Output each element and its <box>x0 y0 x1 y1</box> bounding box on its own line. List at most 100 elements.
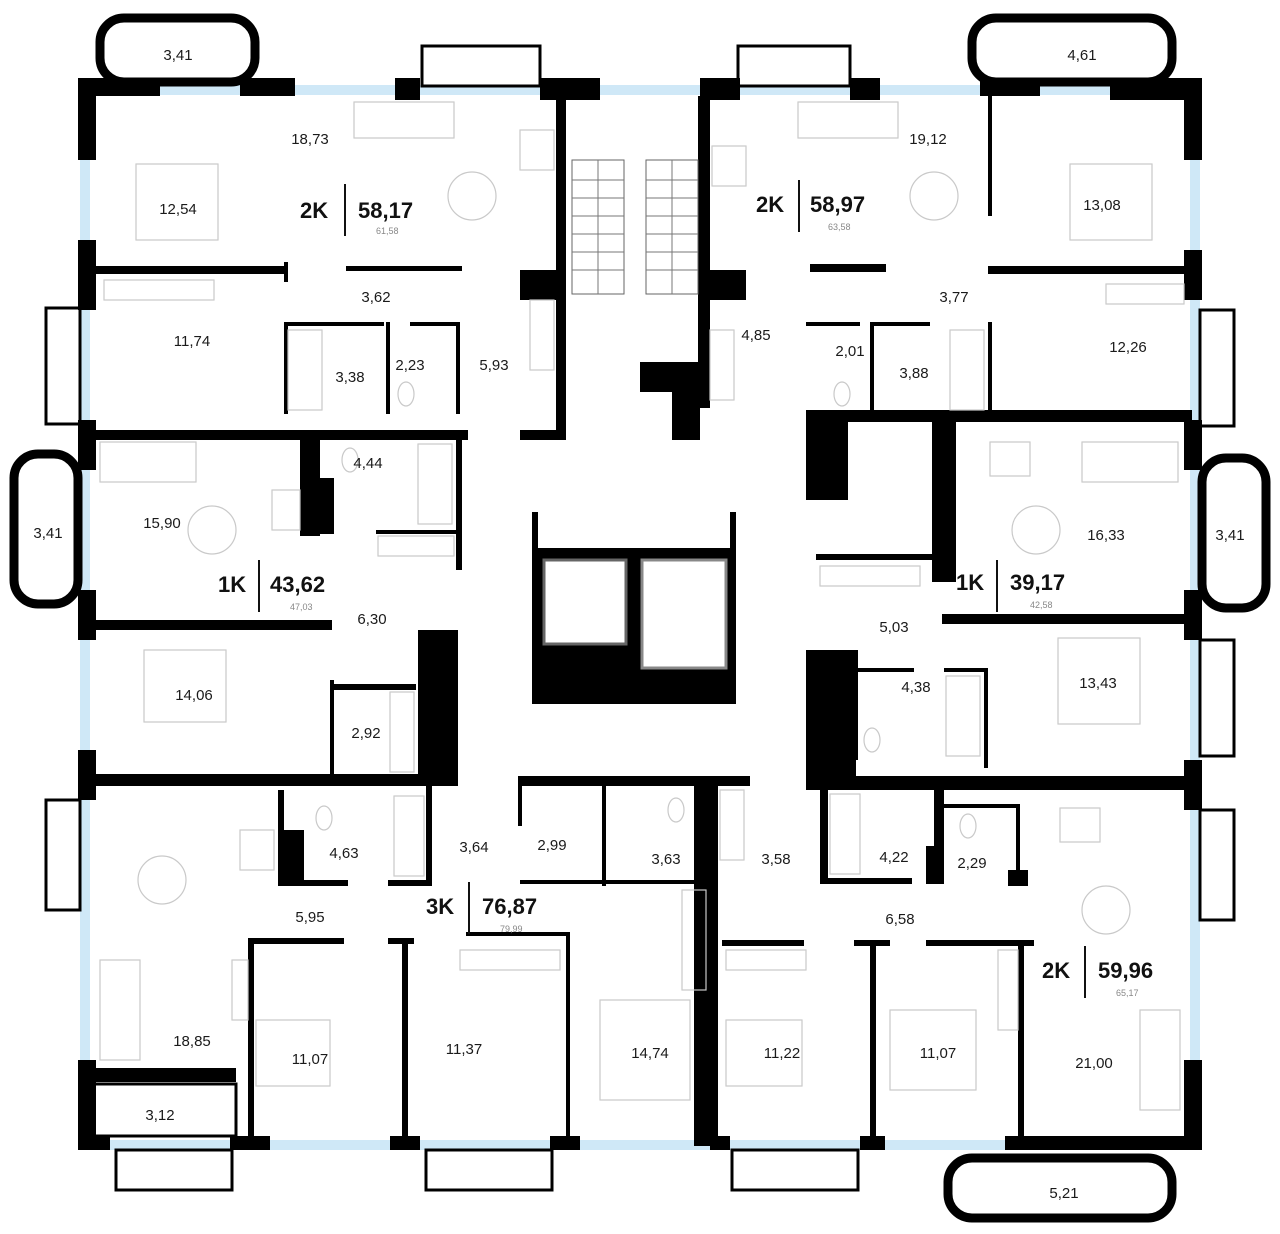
svg-text:58,97: 58,97 <box>810 192 865 217</box>
svg-text:1K: 1K <box>218 572 246 597</box>
stove-icon <box>711 145 747 187</box>
room-area: 5,95 <box>295 909 324 926</box>
table-icon <box>1081 885 1131 935</box>
svg-text:2K: 2K <box>756 192 784 217</box>
bed-icon <box>135 163 219 241</box>
wardrobe-icon <box>389 691 415 773</box>
svg-text:63,58: 63,58 <box>828 222 851 232</box>
table-icon <box>447 171 497 221</box>
balconies <box>9 13 1271 1223</box>
room-area: 4,22 <box>879 849 908 866</box>
room-area: 14,74 <box>631 1045 669 1062</box>
svg-text:59,96: 59,96 <box>1098 958 1153 983</box>
wardrobe-icon <box>459 949 561 971</box>
table-icon <box>137 855 187 905</box>
room-area: 18,73 <box>291 131 329 148</box>
room-area: 18,85 <box>173 1033 211 1050</box>
room-area: 6,58 <box>885 911 914 928</box>
svg-text:65,17: 65,17 <box>1116 988 1139 998</box>
stove-icon <box>989 441 1031 477</box>
toilet-icon <box>341 447 359 473</box>
bed-icon <box>1057 637 1141 725</box>
bed-icon <box>889 1009 977 1091</box>
apartment-badge: 2K 59,96 65,17 <box>1042 946 1153 998</box>
bath-icon <box>829 793 861 875</box>
room-area: 3,88 <box>899 365 928 382</box>
wardrobe-icon <box>231 959 249 1021</box>
room-area: 11,07 <box>292 1051 328 1068</box>
room-area: 11,07 <box>920 1045 956 1062</box>
room-area: 3,77 <box>939 289 968 306</box>
sofa-icon <box>353 101 455 139</box>
wardrobe-icon <box>819 565 921 587</box>
room-area: 2,92 <box>351 725 380 742</box>
bed-icon <box>255 1019 331 1087</box>
bed-icon <box>143 649 227 723</box>
svg-text:2K: 2K <box>1042 958 1070 983</box>
bed-icon <box>599 999 691 1101</box>
room-area: 4,61 <box>1067 47 1096 64</box>
sofa-icon <box>1139 1009 1181 1111</box>
toilet-icon <box>959 813 977 839</box>
stove-icon <box>519 129 555 171</box>
stove-icon <box>1059 807 1101 843</box>
wardrobe-icon <box>1105 283 1185 305</box>
elevator-icon <box>542 558 728 670</box>
bed-icon <box>1069 163 1153 241</box>
svg-text:61,58: 61,58 <box>376 226 399 236</box>
wardrobe-icon <box>997 949 1019 1031</box>
sofa-icon <box>99 441 197 483</box>
stove-icon <box>239 829 275 871</box>
toilet-icon <box>863 727 881 753</box>
bath-icon <box>945 675 981 757</box>
svg-text:43,62: 43,62 <box>270 572 325 597</box>
svg-text:79,99: 79,99 <box>500 924 523 934</box>
wardrobe-icon <box>529 299 555 371</box>
table-icon <box>187 505 237 555</box>
room-area: 11,22 <box>764 1045 800 1062</box>
apartment-badge: 1K 43,62 47,03 <box>218 560 325 612</box>
room-area: 5,21 <box>1049 1185 1078 1202</box>
svg-text:39,17: 39,17 <box>1010 570 1065 595</box>
room-area: 15,90 <box>143 515 181 532</box>
toilet-icon <box>667 797 685 823</box>
stove-icon <box>271 489 301 531</box>
table-icon <box>1011 505 1061 555</box>
room-area: 3,38 <box>335 369 364 386</box>
room-area: 16,33 <box>1087 527 1125 544</box>
svg-text:2K: 2K <box>300 198 328 223</box>
room-area: 4,38 <box>901 679 930 696</box>
sofa-icon <box>797 101 899 139</box>
wardrobe-icon <box>725 949 807 971</box>
room-labels: 3,41 4,61 18,73 19,12 12,54 13,08 3,62 3… <box>33 47 1244 1202</box>
room-area: 2,01 <box>835 343 864 360</box>
room-area: 3,41 <box>33 525 62 542</box>
room-area: 14,06 <box>175 687 213 704</box>
windows <box>80 85 1200 1150</box>
room-area: 4,85 <box>741 327 770 344</box>
room-area: 5,03 <box>879 619 908 636</box>
svg-text:3K: 3K <box>426 894 454 919</box>
room-area: 11,37 <box>446 1041 482 1058</box>
wardrobe-icon <box>681 889 707 991</box>
room-area: 12,26 <box>1109 339 1147 356</box>
room-area: 3,62 <box>361 289 390 306</box>
apartment-badge: 1K 39,17 42,58 <box>956 560 1065 612</box>
room-area: 4,63 <box>329 845 358 862</box>
room-area: 11,74 <box>174 333 210 350</box>
room-area: 21,00 <box>1075 1055 1113 1072</box>
room-area: 3,64 <box>459 839 488 856</box>
bath-icon <box>949 329 985 411</box>
wardrobe-icon <box>709 329 735 401</box>
room-area: 3,63 <box>651 851 680 868</box>
apartment-badge: 2K 58,97 63,58 <box>756 180 865 232</box>
bath-icon <box>417 443 453 525</box>
bath-icon <box>287 329 323 411</box>
room-area: 13,08 <box>1083 197 1121 214</box>
svg-text:76,87: 76,87 <box>482 894 537 919</box>
room-area: 3,41 <box>163 47 192 64</box>
room-area: 3,41 <box>1215 527 1244 544</box>
wardrobe-icon <box>103 279 215 301</box>
table-icon <box>909 171 959 221</box>
